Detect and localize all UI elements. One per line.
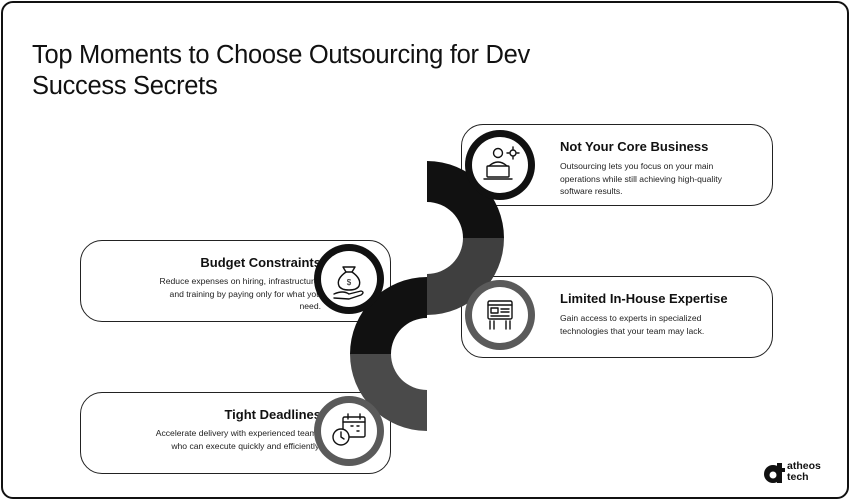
page-title: Top Moments to Choose Outsourcing for De…	[32, 40, 592, 102]
path-segment-4	[350, 354, 427, 431]
path-segment-1	[427, 161, 504, 238]
money-bag-hand-icon: $	[333, 266, 364, 300]
developer-gear-icon	[483, 146, 520, 180]
icon-ring-1	[465, 130, 535, 200]
step-title: Tight Deadlines	[224, 407, 321, 422]
svg-text:$: $	[347, 278, 352, 287]
icon-ring-4	[314, 396, 384, 466]
path-segment-2	[427, 238, 504, 315]
serpentine-path: $	[314, 130, 535, 466]
step-title: Budget Constraints	[200, 255, 321, 270]
step-description: Reduce expenses on hiring, infrastructur…	[159, 276, 321, 311]
brand-name: atheos tech	[787, 461, 821, 483]
title-line-1: Top Moments to Choose Outsourcing for De…	[32, 41, 530, 69]
clock-calendar-icon	[332, 413, 366, 446]
step-description: Accelerate delivery with experienced tea…	[155, 428, 321, 451]
web-development-hands-icon	[487, 300, 513, 330]
icon-ring-3	[465, 280, 535, 350]
title-line-2: Success Secrets	[32, 72, 218, 100]
step-title: Limited In-House Expertise	[560, 291, 728, 306]
step-description: Gain access to experts in specialized te…	[560, 313, 705, 336]
brand-name-line-1: atheos	[787, 460, 821, 472]
step-title: Not Your Core Business	[560, 139, 709, 154]
brand-name-line-2: tech	[787, 471, 809, 483]
atheos-logo-mark-icon	[764, 463, 785, 483]
path-segment-3	[350, 277, 427, 354]
atheos-tech-logo: atheos tech	[763, 459, 843, 487]
step-description: Outsourcing lets you focus on your main …	[560, 161, 722, 196]
